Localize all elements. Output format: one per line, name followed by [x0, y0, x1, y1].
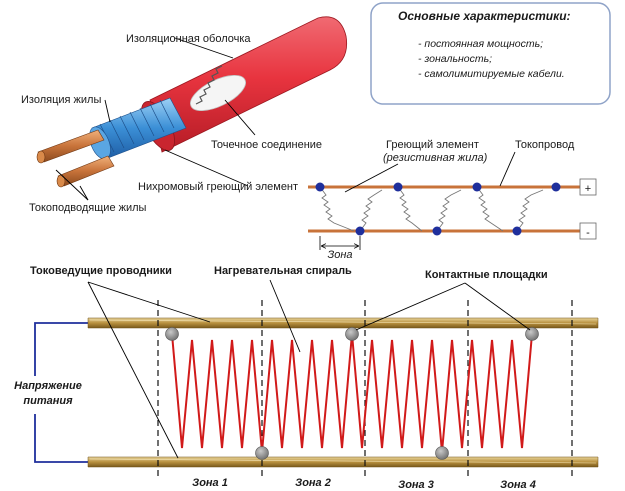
node-dot [551, 182, 561, 192]
characteristics-item: - зональность; [418, 53, 492, 65]
zone-label: Зона [327, 249, 352, 261]
zone-3-label: Зона 3 [398, 479, 434, 491]
contact-pad [435, 446, 449, 460]
contact-pad [345, 327, 359, 341]
label-heating-spiral: Нагревательная спираль [214, 265, 352, 277]
node-dot [472, 182, 482, 192]
terminal-minus [579, 222, 597, 240]
zone-schematic: + - Зона [308, 178, 597, 261]
node-dot [432, 226, 442, 236]
label-conductor: Токопровод [515, 139, 575, 151]
contact-pads [165, 327, 539, 460]
contact-pad [255, 446, 269, 460]
cable-illustration [36, 16, 348, 188]
zone-4-label: Зона 4 [500, 479, 536, 491]
characteristics-item: - постоянная мощность; [418, 38, 543, 50]
contact-pad [525, 327, 539, 341]
schematic-callouts [344, 151, 516, 193]
label-insulation-sheath: Изоляционная оболочка [126, 33, 251, 45]
label-resistive-core: (резистивная жила) [383, 152, 488, 164]
node-dot [393, 182, 403, 192]
terminal-plus [579, 178, 597, 196]
zonal-callouts [87, 279, 531, 459]
label-voltage-supply: питания [23, 395, 73, 407]
copper-wire-bottom [57, 155, 115, 187]
characteristics-item: - самолимитируемые кабели. [418, 68, 565, 80]
label-conductors: Токоведущие проводники [30, 265, 172, 277]
cable-sheath [149, 16, 348, 153]
plus-sign: + [585, 183, 591, 195]
zone-1-label: Зона 1 [192, 477, 228, 489]
zone-2-label: Зона 2 [295, 477, 331, 489]
node-dot [512, 226, 522, 236]
rod-top [87, 317, 599, 329]
label-heating-element: Греющий элемент [386, 139, 479, 151]
rod-bottom [87, 456, 599, 468]
heating-spiral [171, 333, 533, 453]
minus-sign: - [586, 227, 590, 239]
characteristics-title: Основные характеристики: [398, 9, 571, 23]
zonal-diagram: Напряжение питания [14, 265, 599, 491]
label-contact-pads: Контактные площадки [425, 269, 548, 281]
label-voltage: Напряжение [14, 380, 82, 392]
cable-callouts [55, 37, 256, 201]
label-point-connection: Точечное соединение [211, 139, 322, 151]
label-supply-wires: Токоподводящие жилы [29, 202, 147, 214]
characteristics-box: Основные характеристики: - постоянная мо… [370, 2, 611, 105]
node-dot [355, 226, 365, 236]
label-core-insulation: Изоляция жилы [21, 94, 101, 106]
label-nichrome-element: Нихромовый греющий элемент [138, 181, 298, 193]
node-dot [315, 182, 325, 192]
contact-pad [165, 327, 179, 341]
resistive-wire [319, 186, 544, 232]
connection-nodes [315, 182, 561, 236]
